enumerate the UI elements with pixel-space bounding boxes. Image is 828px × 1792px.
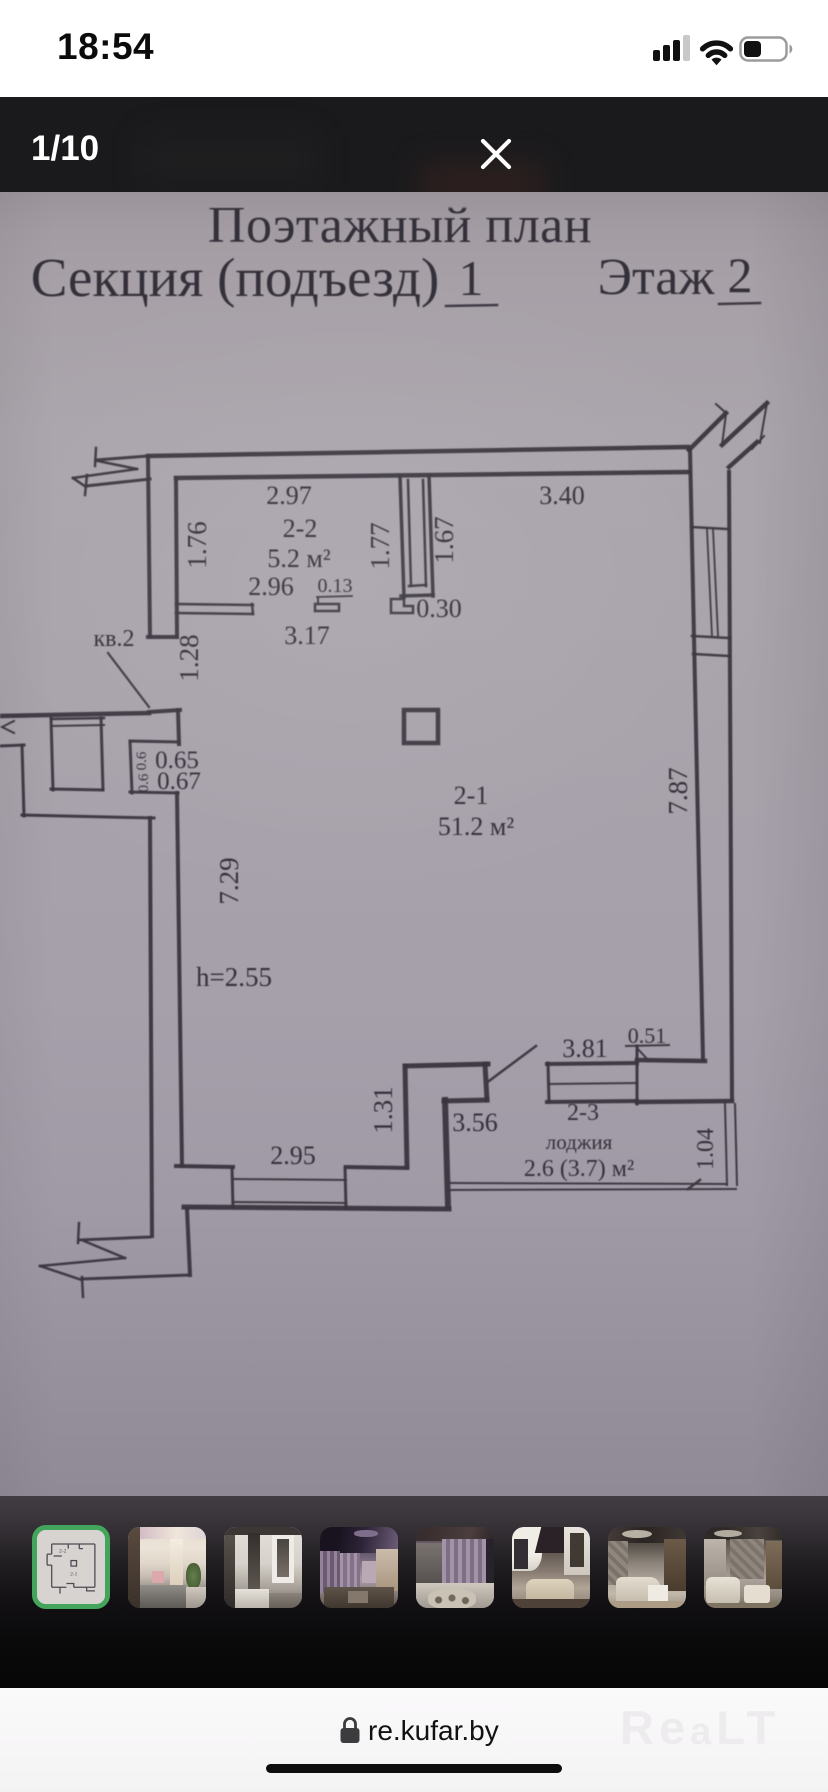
svg-text:2-3: 2-3 — [567, 1100, 599, 1126]
svg-text:2.96: 2.96 — [248, 572, 294, 601]
svg-text:7.87: 7.87 — [663, 767, 693, 814]
svg-text:2-1: 2-1 — [70, 1571, 78, 1577]
svg-text:2-2: 2-2 — [59, 1548, 67, 1554]
svg-text:Секция (подъезд): Секция (подъезд) — [31, 247, 440, 308]
svg-text:1.28: 1.28 — [174, 634, 204, 681]
svg-text:Этаж: Этаж — [598, 249, 716, 306]
svg-text:1.04: 1.04 — [693, 1128, 719, 1170]
svg-text:1.76: 1.76 — [182, 521, 212, 568]
svg-text:h=2.55: h=2.55 — [196, 962, 272, 992]
svg-text:0.13: 0.13 — [318, 575, 353, 597]
svg-text:51.2 м²: 51.2 м² — [438, 812, 514, 841]
svg-text:1.77: 1.77 — [365, 522, 395, 569]
svg-text:7.29: 7.29 — [214, 857, 244, 904]
svg-text:2.97: 2.97 — [266, 481, 312, 510]
svg-text:5.2 м²: 5.2 м² — [267, 544, 330, 573]
svg-text:1.67: 1.67 — [429, 516, 459, 563]
svg-text:0.51: 0.51 — [628, 1023, 667, 1048]
svg-text:0.65: 0.65 — [155, 747, 199, 774]
svg-text:0.67: 0.67 — [157, 768, 201, 795]
svg-text:3.40: 3.40 — [539, 481, 585, 510]
svg-text:2.95: 2.95 — [270, 1141, 316, 1170]
svg-text:2-1: 2-1 — [454, 781, 489, 810]
svg-text:3.81: 3.81 — [562, 1034, 608, 1063]
svg-text:кв.2: кв.2 — [94, 626, 135, 652]
svg-text:лоджия: лоджия — [546, 1130, 613, 1154]
svg-text:0.6: 0.6 — [136, 773, 152, 792]
svg-text:2: 2 — [728, 247, 753, 303]
svg-text:2.6 (3.7) м²: 2.6 (3.7) м² — [524, 1156, 634, 1182]
svg-text:1.31: 1.31 — [368, 1086, 398, 1133]
svg-text:3.17: 3.17 — [284, 621, 330, 650]
svg-text:2-2: 2-2 — [283, 514, 318, 543]
svg-text:Поэтажный план: Поэтажный план — [208, 197, 592, 208]
svg-text:0.30: 0.30 — [416, 594, 462, 623]
svg-text:Поэтажный план: Поэтажный план — [208, 208, 592, 254]
svg-text:3.56: 3.56 — [452, 1108, 498, 1137]
svg-text:0.6: 0.6 — [134, 751, 150, 770]
svg-text:1: 1 — [459, 250, 484, 306]
